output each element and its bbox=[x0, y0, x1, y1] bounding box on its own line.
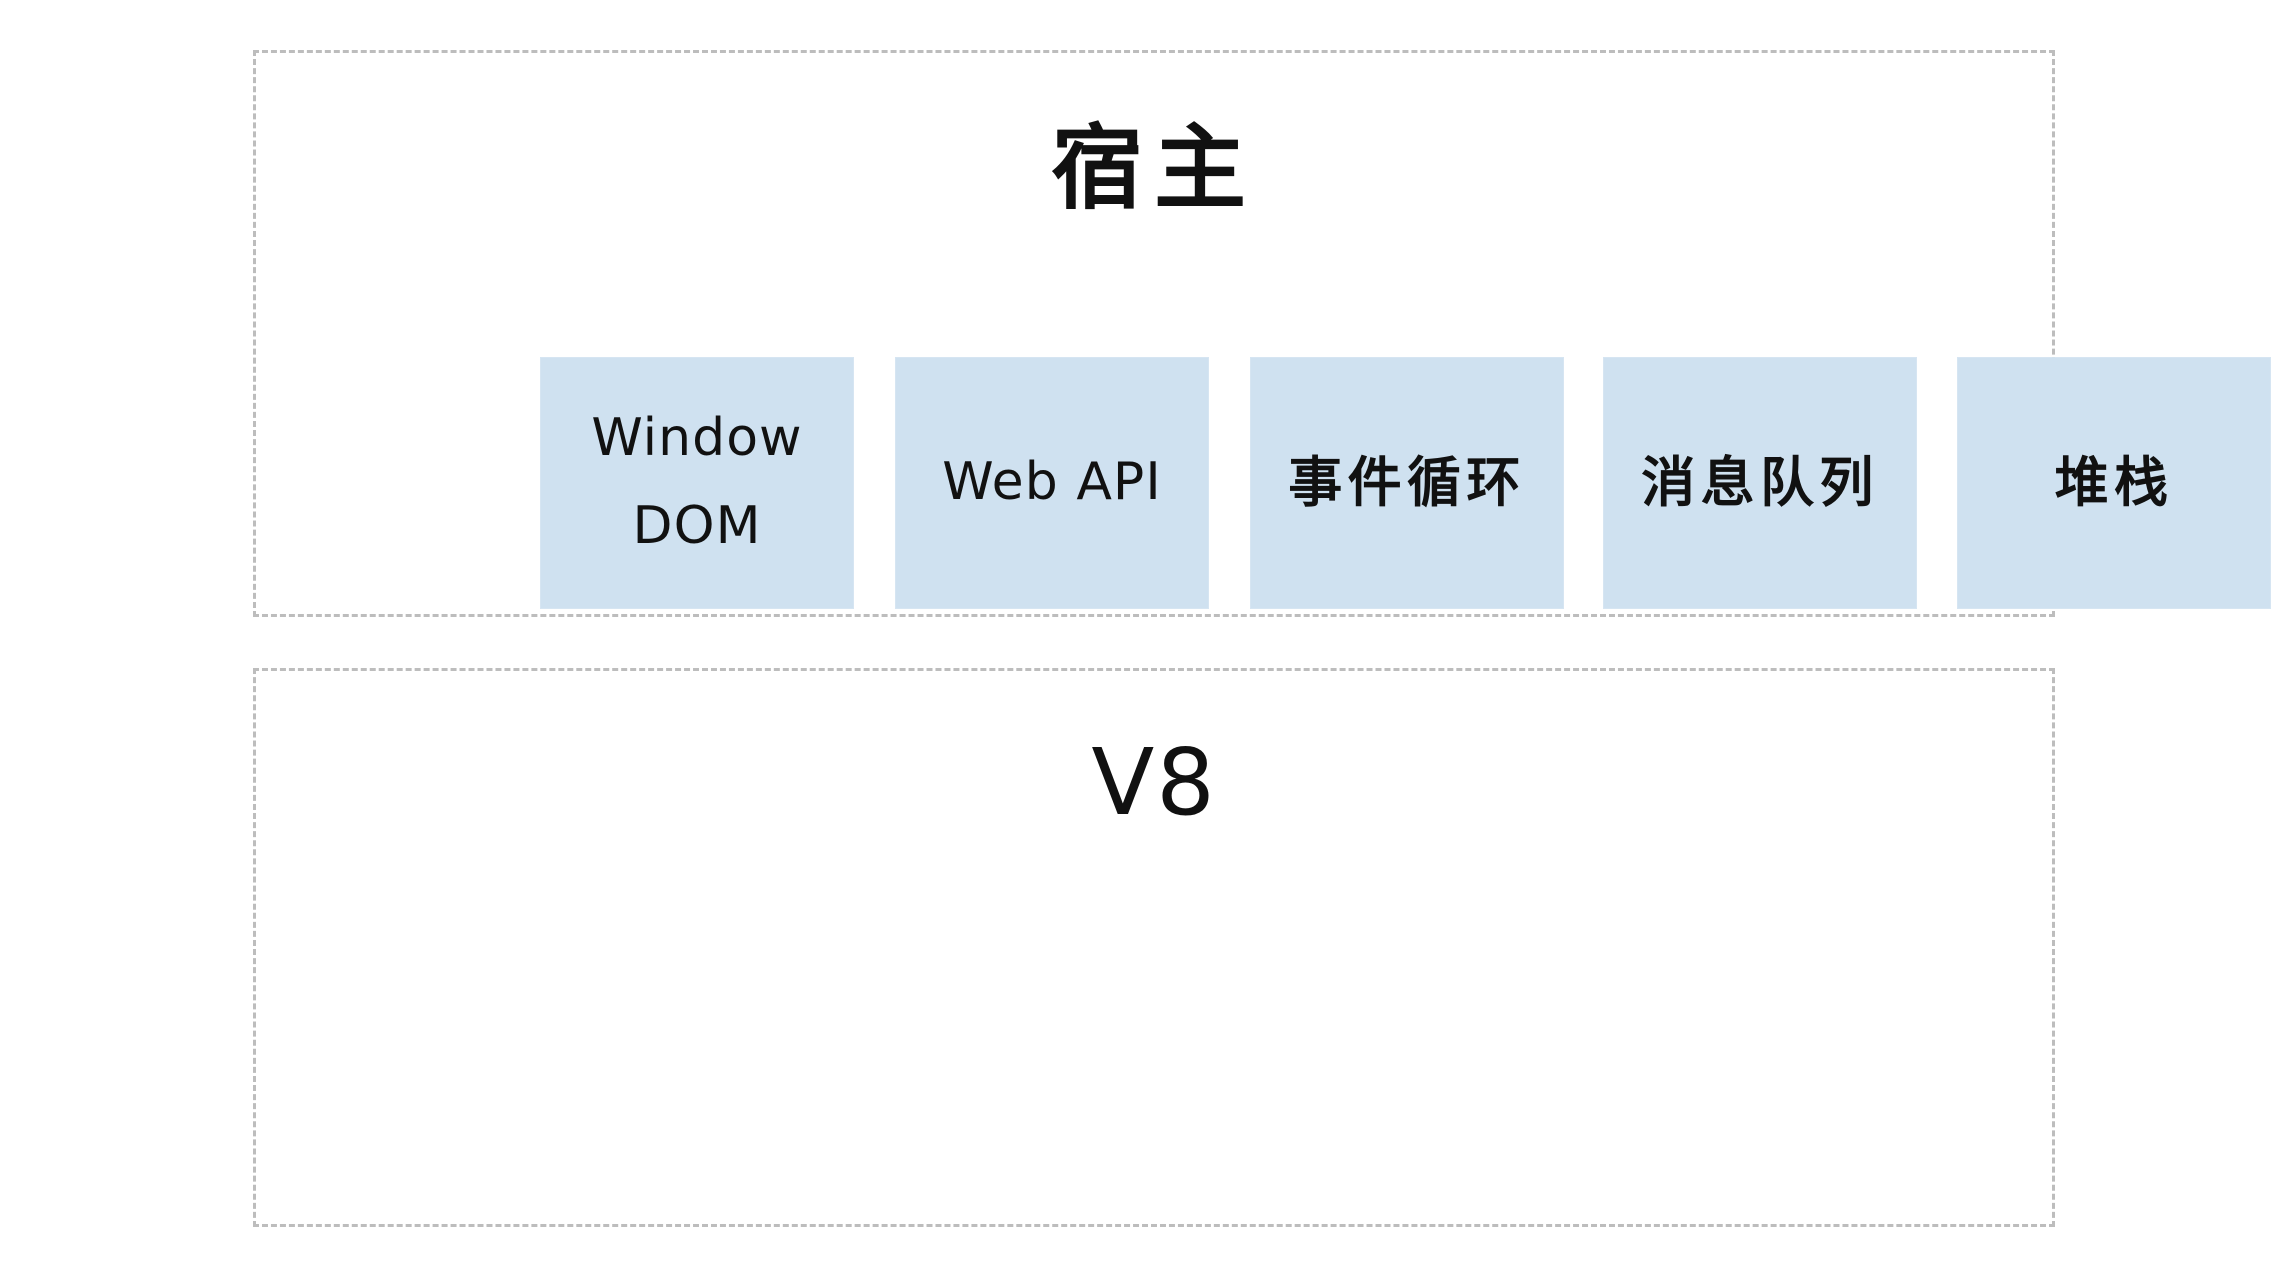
box-window-dom-line2: DOM bbox=[632, 496, 762, 556]
box-web-api-line1: Web API bbox=[942, 452, 1162, 513]
box-stack: 堆栈 bbox=[1958, 358, 2270, 608]
box-event-loop-line1: 事件循环 bbox=[1288, 450, 1526, 514]
section-v8: V8 JavaScript 核心 垃圾回收 bbox=[253, 668, 2055, 1227]
box-message-queue-line1: 消息队列 bbox=[1641, 450, 1879, 514]
box-message-queue: 消息队列 bbox=[1604, 358, 1916, 608]
box-window-dom: Window DOM bbox=[541, 358, 853, 608]
box-event-loop: 事件循环 bbox=[1251, 358, 1563, 608]
box-window-dom-line1: Window bbox=[591, 408, 803, 469]
section-v8-title: V8 bbox=[1091, 729, 1217, 836]
section-host-title: 宿主 bbox=[1050, 115, 1258, 222]
box-stack-line1: 堆栈 bbox=[2054, 450, 2174, 514]
box-web-api: Web API bbox=[896, 358, 1208, 608]
section-host: 宿主 Window DOM Web API 事件循环 消息队列 堆栈 bbox=[253, 50, 2270, 617]
